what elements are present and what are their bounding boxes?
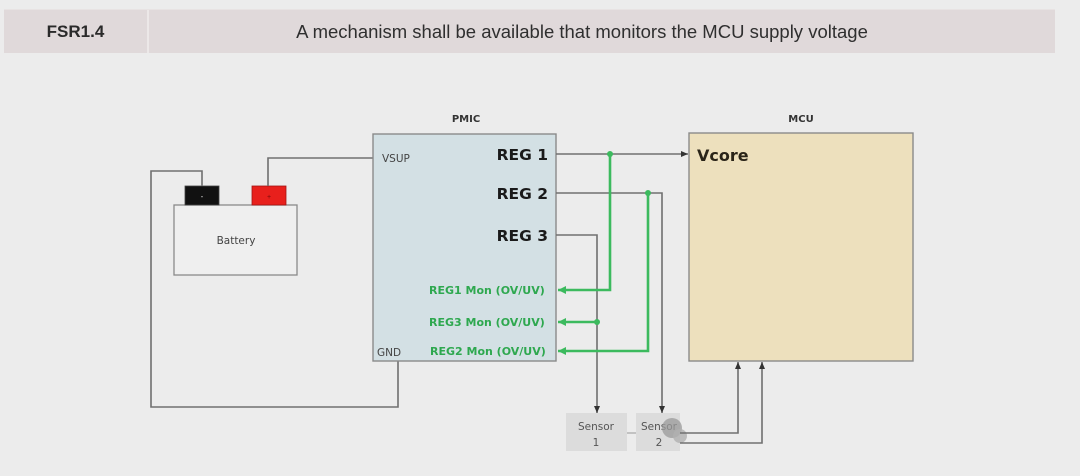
sensor-1-number: 1 [593,437,600,449]
sensor-1: Sensor 1 [566,413,627,451]
pmic-box [372,133,557,362]
reg1-monitor-wire [558,154,612,294]
gnd-wire [150,170,399,408]
pmic-title: PMIC [452,114,480,125]
sensor-1-box [566,413,627,451]
battery-body [173,204,298,276]
sensor1-to-mcu-wire [680,362,741,434]
mcu-vcore-label: Vcore [697,146,749,165]
mcu-block: MCU Vcore [688,114,914,362]
sensor-1-label: Sensor [578,421,615,433]
reg2-monitor-node [645,190,651,196]
mcu-title: MCU [788,114,813,125]
pmic-vsup-label: VSUP [382,153,410,165]
pmic-reg1-label: REG 1 [497,146,548,164]
pmic-reg3-label: REG 3 [497,227,548,245]
mcu-box [688,132,914,362]
reg3-to-sensor1-wire [556,234,600,413]
requirement-header: FSR1.4 A mechanism shall be available th… [4,9,1055,53]
reg2-to-sensor2-wire [556,192,665,413]
sensor-2: Sensor 2 [636,413,687,451]
battery-positive-terminal [251,185,287,206]
pmic-reg2-monitor-label: REG2 Mon (OV/UV) [430,345,546,358]
pmic-reg2-label: REG 2 [497,185,548,203]
reg1-monitor-node [607,151,613,157]
negative-sign: - [201,192,204,201]
pmic-reg1-monitor-label: REG1 Mon (OV/UV) [429,284,545,297]
pmic-reg3-monitor-label: REG3 Mon (OV/UV) [429,316,545,329]
requirement-text: A mechanism shall be available that moni… [296,20,868,42]
positive-sign: + [267,194,271,201]
pmic-gnd-label: GND [377,347,401,359]
cursor-overlay-dot [673,429,687,443]
pmic-block: PMIC VSUP GND REG 1 REG 2 REG 3 REG1 Mon… [372,114,557,362]
reg3-monitor-node [594,319,600,325]
battery: - + Battery [173,185,298,276]
requirement-id: FSR1.4 [4,10,149,53]
sensor2-to-mcu-wire [680,362,765,444]
vsup-wire [267,157,373,186]
sensor-2-number: 2 [656,437,663,449]
reg2-monitor-wire [558,193,650,355]
battery-label: Battery [217,235,256,247]
